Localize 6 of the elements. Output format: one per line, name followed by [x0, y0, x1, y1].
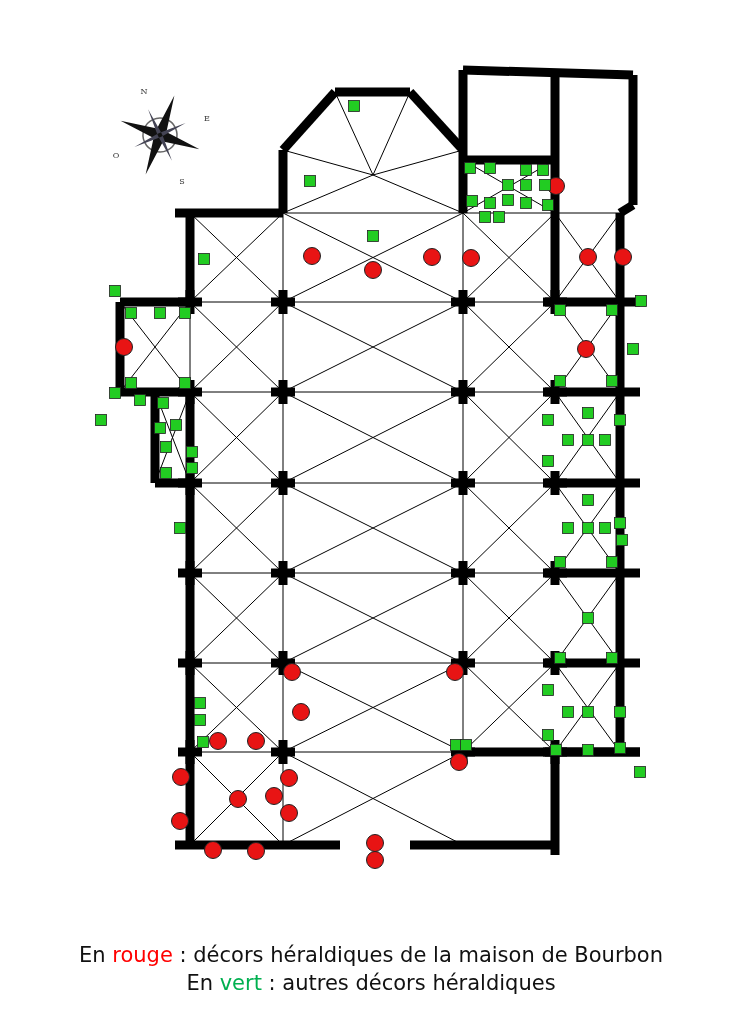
legend-text: En rouge : décors héraldiques de la maison de Bourbon	[77, 943, 664, 967]
legend-text: En vert : autres décors héraldiques	[185, 971, 557, 995]
compass-letter: O	[112, 151, 120, 160]
compass-letter: N	[140, 87, 148, 96]
compass-letter: S	[179, 177, 185, 186]
compass-letter: E	[204, 114, 210, 123]
